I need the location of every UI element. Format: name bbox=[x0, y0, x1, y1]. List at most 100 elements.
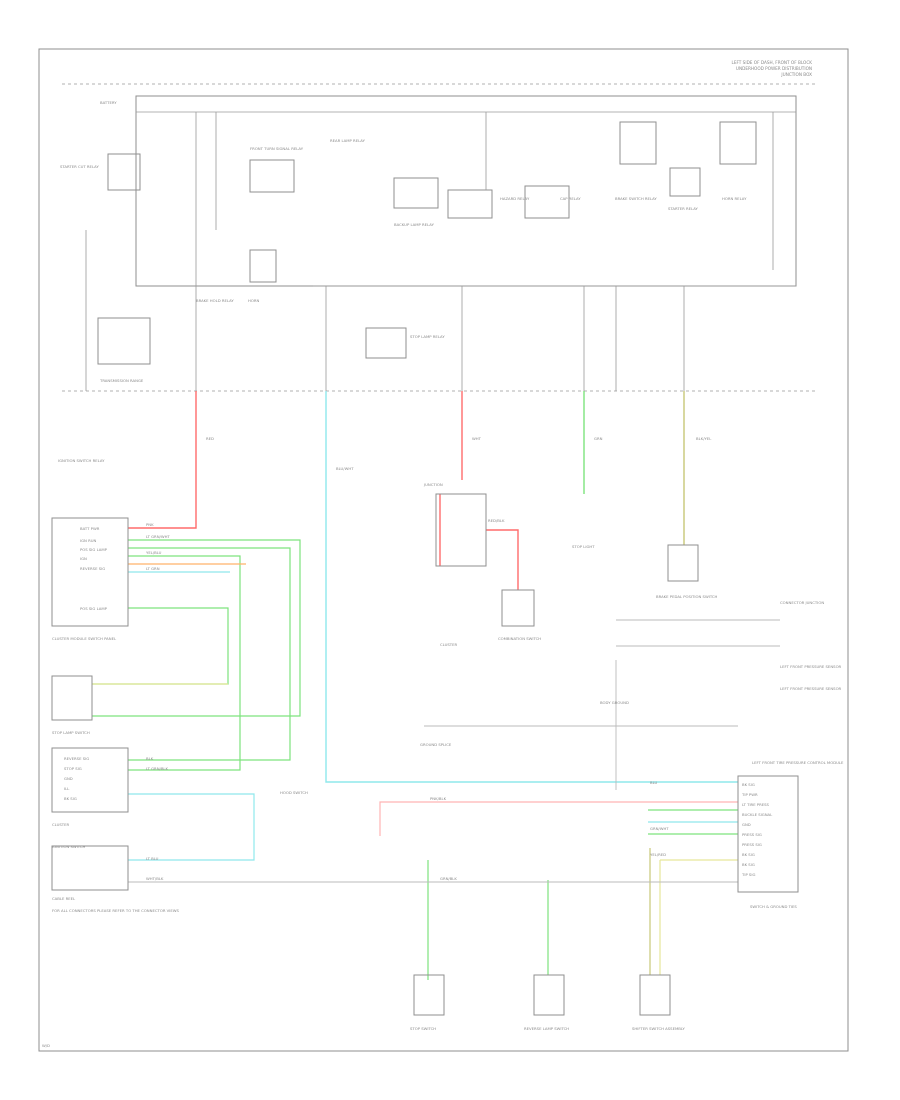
relay-box-8 bbox=[669, 167, 701, 197]
wire-cyan-main bbox=[325, 391, 738, 783]
wire-red-combination bbox=[486, 529, 519, 590]
label-hood-note: HOOD SWITCH bbox=[280, 790, 308, 795]
label-cluster: CLUSTER bbox=[440, 642, 457, 647]
svg-text:BK SIG: BK SIG bbox=[742, 862, 755, 867]
wire-color-labels: PNK LT GRN/WHT YEL/BLU LT GRN RED BLU/WH… bbox=[146, 436, 712, 881]
cluster-module-box bbox=[51, 517, 129, 627]
label-brake-hold: BRAKE HOLD RELAY bbox=[196, 298, 234, 303]
relay-box-9 bbox=[249, 249, 277, 283]
label-junction-a: JUNCTION bbox=[423, 482, 443, 487]
relay-box-10 bbox=[97, 317, 151, 365]
pin-m-4: BK SIG bbox=[64, 796, 77, 801]
svg-text:TIP PWR: TIP PWR bbox=[741, 792, 758, 797]
svg-text:LT GRN/WHT: LT GRN/WHT bbox=[146, 534, 170, 539]
label-body-ground: BODY GROUND bbox=[600, 700, 629, 705]
wire-green-3 bbox=[128, 555, 241, 771]
svg-text:PNK: PNK bbox=[146, 522, 154, 527]
svg-text:RED: RED bbox=[206, 436, 214, 441]
svg-text:LT BLU: LT BLU bbox=[146, 856, 159, 861]
shifter-box bbox=[639, 974, 671, 1016]
label-combination: COMBINATION SWITCH bbox=[498, 636, 541, 641]
label-stop-lamp-relay: STOP LAMP RELAY bbox=[410, 334, 445, 339]
label-trans-range: TRANSMISSION RANGE bbox=[99, 378, 144, 383]
pin-l-6: POS SIG LAMP bbox=[80, 606, 108, 611]
pin-l-0: BATT PWR bbox=[80, 526, 100, 531]
label-backup-lamp-relay: BACKUP LAMP RELAY bbox=[394, 222, 435, 227]
label-cluster-b: IGNITION SWITCH bbox=[52, 844, 86, 849]
wire-red-left bbox=[128, 391, 197, 529]
junction-box-top bbox=[135, 95, 797, 287]
svg-text:YEL/RED: YEL/RED bbox=[650, 852, 666, 857]
pin-l-1: IGN RUN bbox=[80, 538, 97, 543]
pin-m-2: GND bbox=[64, 776, 73, 781]
svg-text:YEL/BLU: YEL/BLU bbox=[146, 550, 162, 555]
label-jb-right3: LEFT FRONT PRESSURE SENSOR bbox=[780, 686, 842, 691]
wire-pink-1 bbox=[379, 801, 738, 836]
pin-m-0: REVERSE SIG bbox=[64, 756, 89, 761]
relay-box-11 bbox=[365, 327, 407, 359]
relay-box-4 bbox=[447, 189, 493, 219]
label-ignition-b: CLUSTER bbox=[52, 822, 69, 827]
right-module-pins: BK SIG TIP PWR LT TIRE PRESS BUCKLE SIGN… bbox=[741, 782, 773, 877]
svg-text:WHT/BLK: WHT/BLK bbox=[146, 876, 164, 881]
svg-text:GRN: GRN bbox=[594, 436, 603, 441]
relay-box-5 bbox=[524, 185, 570, 219]
label-ignition-switch: IGNITION SWITCH RELAY bbox=[58, 458, 105, 463]
svg-text:BLU: BLU bbox=[650, 780, 658, 785]
pin-l-3: IGN bbox=[80, 556, 87, 561]
label-brake-switch: BRAKE PEDAL POSITION SWITCH bbox=[656, 594, 718, 599]
stop-bottom-box bbox=[413, 974, 445, 1016]
label-right-module: LEFT FRONT TIRE PRESSURE CONTROL MODULE bbox=[752, 760, 844, 765]
relay-box-6 bbox=[619, 121, 657, 165]
relay-box-3 bbox=[393, 177, 439, 209]
svg-text:TIP SIG: TIP SIG bbox=[741, 872, 755, 877]
outer-frame bbox=[38, 48, 849, 1052]
label-bottom-left-note: FOR ALL CONNECTORS PLEASE REFER TO THE C… bbox=[52, 908, 180, 913]
label-front-turn-relay: FRONT TURN SIGNAL RELAY bbox=[250, 146, 304, 151]
label-jb-right1: CONNECTOR JUNCTION bbox=[780, 600, 824, 605]
combination-box bbox=[501, 589, 535, 627]
label-brake-relay: BRAKE SWITCH RELAY bbox=[615, 196, 657, 201]
svg-text:LT TIRE PRESS: LT TIRE PRESS bbox=[742, 802, 770, 807]
reverse-lamp-box bbox=[533, 974, 565, 1016]
svg-text:GRN/BLK: GRN/BLK bbox=[440, 876, 457, 881]
label-hazard-relay: HAZARD RELAY bbox=[500, 196, 530, 201]
right-module-box bbox=[737, 775, 799, 893]
pin-l-4: REVERSE SIG bbox=[80, 566, 105, 571]
label-jb-right2: LEFT FRONT PRESSURE SENSOR bbox=[780, 664, 842, 669]
svg-text:PNK/BLK: PNK/BLK bbox=[430, 796, 447, 801]
pin-l-2: POS SIG LAMP bbox=[80, 547, 108, 552]
label-shifter: SHIFTER SWITCH ASSEMBLY bbox=[632, 1026, 685, 1031]
label-horn-left: HORN bbox=[248, 298, 259, 303]
label-starter-cut-relay: STARTER CUT RELAY bbox=[60, 164, 99, 169]
top-right-sub2: JUNCTION BOX bbox=[780, 72, 812, 77]
svg-text:BUCKLE SIGNAL: BUCKLE SIGNAL bbox=[742, 812, 773, 817]
svg-text:BLK/YEL: BLK/YEL bbox=[696, 436, 712, 441]
footer-code: W/D bbox=[42, 1043, 50, 1048]
relay-box-7 bbox=[719, 121, 757, 165]
label-cluster-module: CLUSTER MODULE SWITCH PANEL bbox=[52, 636, 117, 641]
top-right-title: LEFT SIDE OF DASH, FRONT OF BLOCK bbox=[731, 60, 812, 65]
label-rear-lamp-relay: REAR LAMP RELAY bbox=[330, 138, 366, 143]
label-starter-relay: STARTER RELAY bbox=[668, 206, 698, 211]
cable-reel-box bbox=[51, 845, 129, 891]
svg-text:BLK: BLK bbox=[146, 756, 154, 761]
svg-text:PRESS SIG: PRESS SIG bbox=[742, 842, 762, 847]
svg-text:LT GRN: LT GRN bbox=[146, 566, 160, 571]
stop-lamp-left-box bbox=[51, 675, 93, 721]
label-cable-reel: CABLE REEL bbox=[52, 896, 76, 901]
label-cap-relay: CAP RELAY bbox=[560, 196, 581, 201]
wire-green-1 bbox=[92, 539, 301, 717]
svg-text:PRESS SIG: PRESS SIG bbox=[742, 832, 762, 837]
cluster-box bbox=[435, 493, 487, 567]
label-reverse-lamp: REVERSE LAMP SWITCH bbox=[524, 1026, 569, 1031]
pin-m-1: STOP SIG bbox=[64, 766, 82, 771]
svg-text:BK SIG: BK SIG bbox=[742, 782, 755, 787]
svg-text:GRN/WHT: GRN/WHT bbox=[650, 826, 669, 831]
top-right-sub1: UNDERHOOD POWER DISTRIBUTION bbox=[736, 66, 812, 71]
wire-green-2 bbox=[128, 547, 291, 761]
junction-wires bbox=[85, 112, 774, 391]
label-right-bottom-note: SWITCH & GROUND TIES bbox=[750, 904, 797, 909]
svg-text:BLU/WHT: BLU/WHT bbox=[336, 466, 354, 471]
